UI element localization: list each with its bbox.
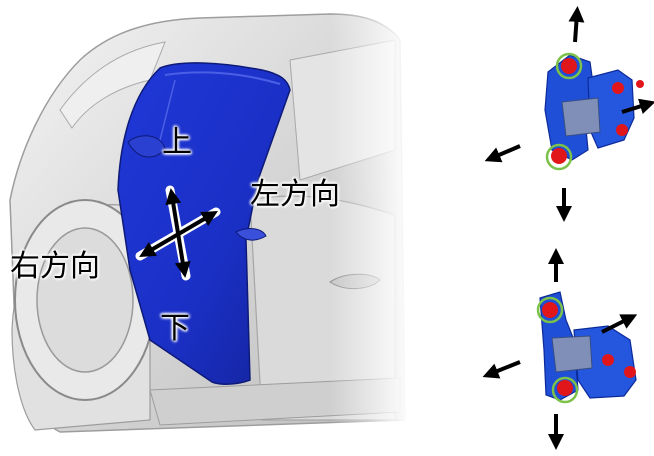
label-up: 上 [162,125,192,160]
adjustment-cross-arrow-icon [135,185,221,281]
label-left-direction: 左方向 [250,177,340,212]
bolt-ring [545,143,573,171]
bolt-ring [551,376,579,404]
bolt-ring [536,296,564,324]
label-right-direction: 右方向 [10,249,100,284]
bolt-icon [551,58,644,164]
upper-hinge-illustration [484,6,654,222]
bolt-icon [542,302,636,396]
direction-arrow-icon [484,6,654,222]
bolt-ring [555,52,583,80]
label-down: 下 [160,311,190,346]
car-body-illustration [9,0,410,452]
direction-arrow-icon [482,248,638,450]
lower-hinge-illustration [482,248,638,450]
